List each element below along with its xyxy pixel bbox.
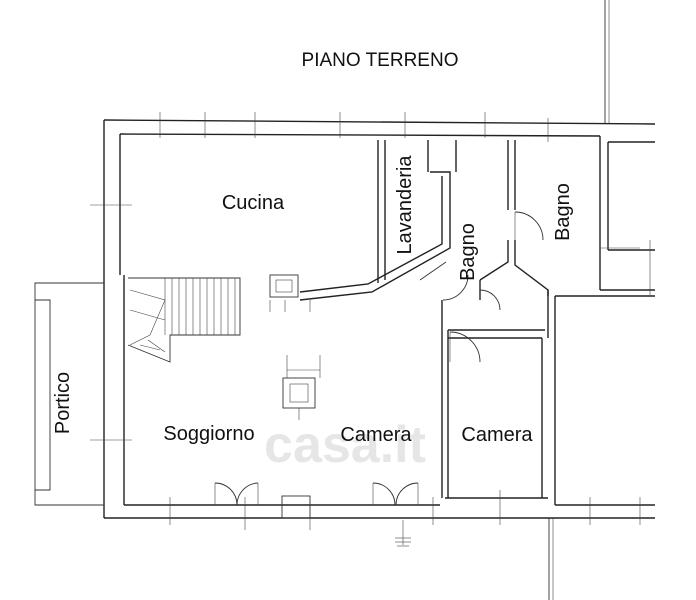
room-label-soggiorno: Soggiorno bbox=[163, 423, 254, 445]
room-label-lavanderia: Lavanderia bbox=[394, 155, 416, 255]
entrance-marker bbox=[395, 520, 411, 547]
watermark: casa.it bbox=[264, 416, 426, 474]
doors bbox=[214, 211, 544, 506]
portico-outline bbox=[34, 282, 104, 506]
plan-title: PIANO TERRENO bbox=[302, 50, 459, 71]
room-label-camera-2: Camera bbox=[461, 424, 533, 446]
staircase bbox=[127, 277, 241, 363]
wall-ticks bbox=[90, 112, 651, 530]
room-label-cucina: Cucina bbox=[222, 192, 285, 214]
chimney-fixture bbox=[269, 274, 311, 312]
interior-walls bbox=[299, 140, 549, 498]
room-label-portico: Portico bbox=[52, 372, 74, 434]
room-label-bagno-2: Bagno bbox=[552, 183, 574, 241]
room-label-camera-1: Camera bbox=[340, 424, 412, 446]
outer-walls bbox=[103, 119, 656, 519]
room-label-bagno-1: Bagno bbox=[457, 223, 479, 281]
